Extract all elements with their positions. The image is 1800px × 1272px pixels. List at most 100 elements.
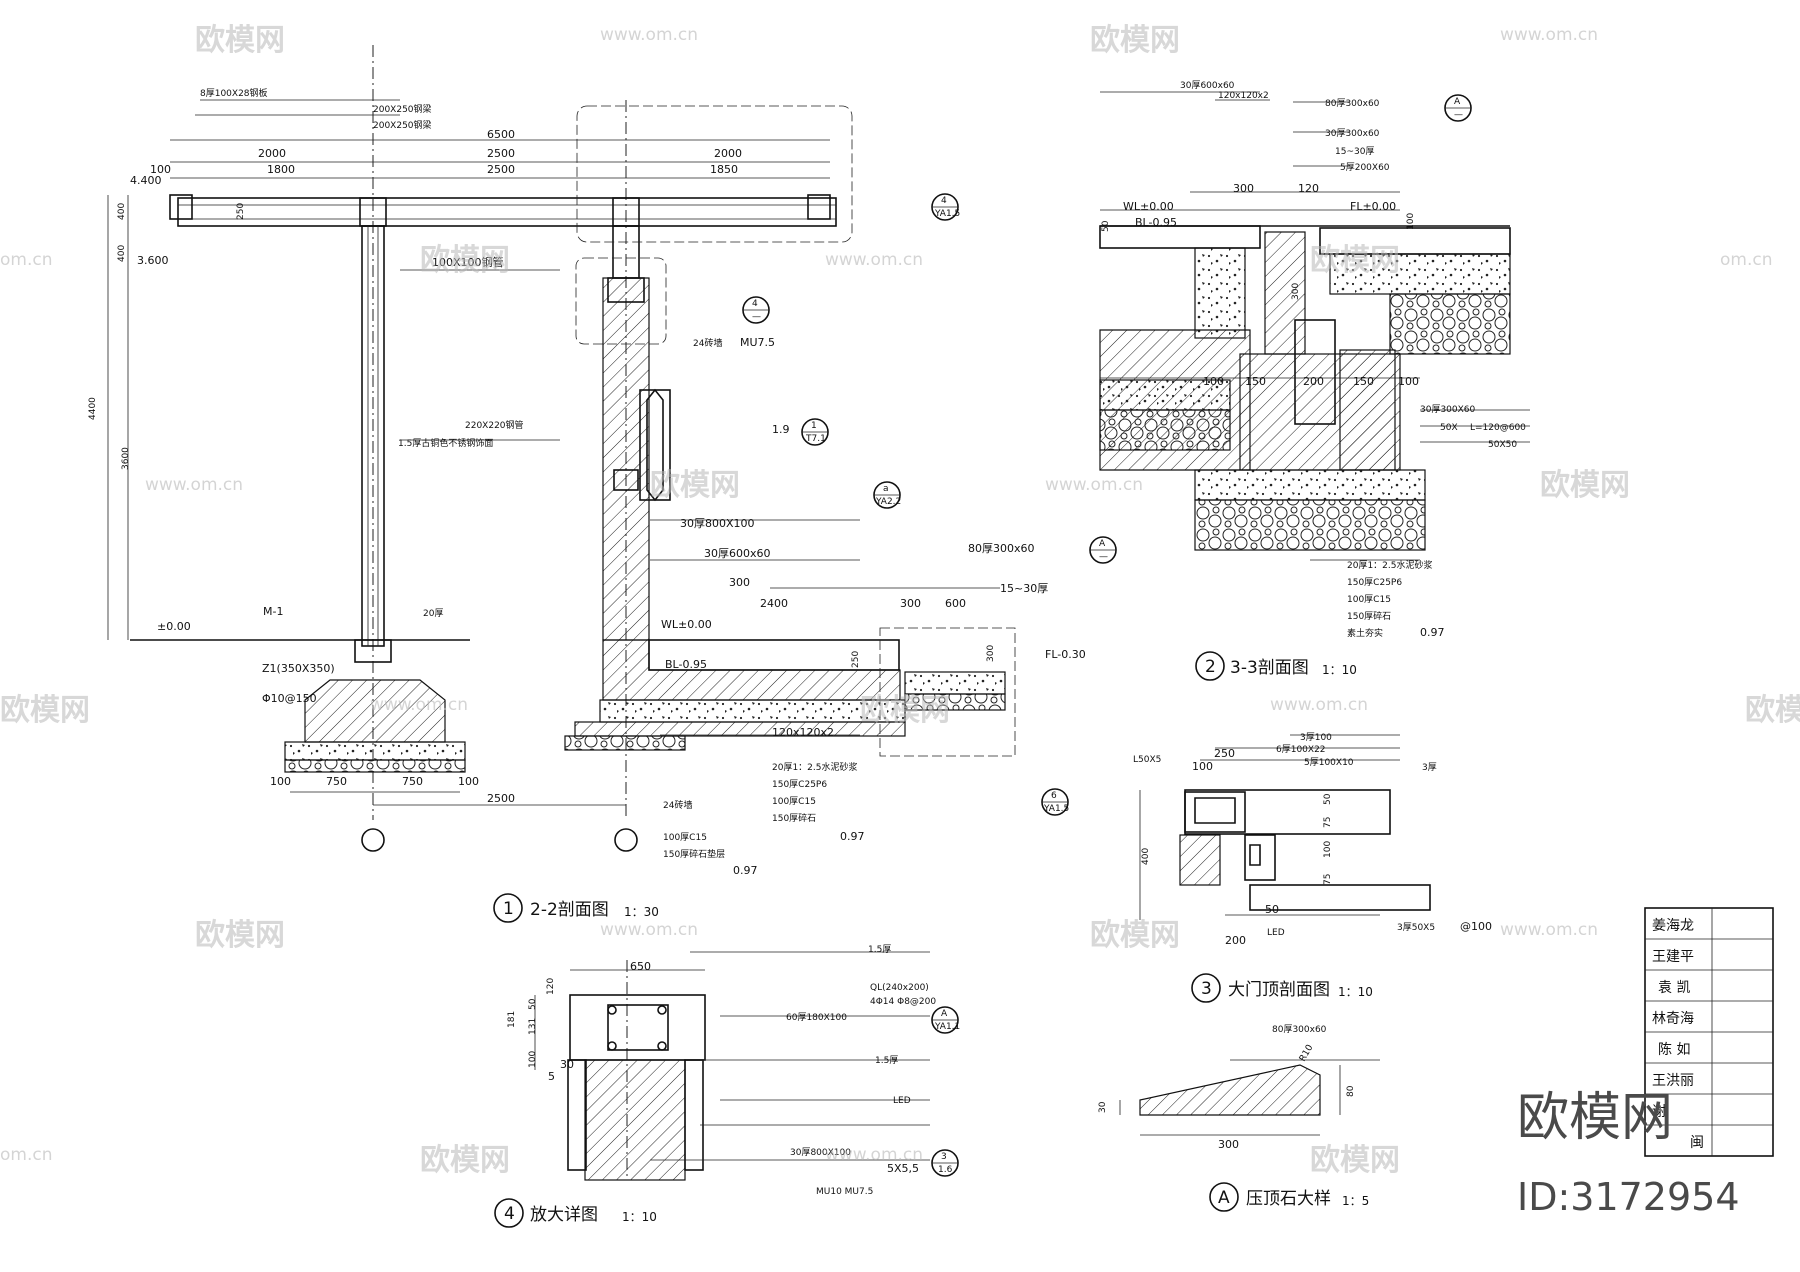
d2-dim-b: 100 — [1203, 375, 1224, 388]
wm-brand-3: 欧模网 — [420, 243, 510, 278]
svg-text:—: — — [1099, 552, 1108, 562]
wm-url-7: www.om.cn — [1045, 475, 1143, 495]
svg-text:A: A — [941, 1009, 948, 1019]
d2-note-h: 50X — [1440, 423, 1458, 433]
note-16: 120x120x2 — [772, 726, 834, 739]
note-14: 80厚300x60 — [968, 542, 1035, 555]
d4-note-e: 1.5厚 — [875, 1055, 898, 1066]
svg-text:YA2.2: YA2.2 — [875, 497, 901, 507]
d2-note-j: 50X50 — [1488, 440, 1517, 450]
d2-dim-d: 200 — [1303, 375, 1324, 388]
section-1-notes: 8厚100X28钢板 200X250钢梁 200X250钢梁 100X100钢管… — [200, 87, 1048, 877]
wm-url-2: www.om.cn — [1500, 25, 1598, 45]
svg-text:T7.1: T7.1 — [805, 434, 826, 444]
callout-markers: 4 YA1.5 4 — 1 T7.1 a YA2.2 A — 6 YA1.5 A… — [742, 94, 1472, 1177]
note-5: 220X220钢管 — [465, 419, 524, 431]
d2-dim-a: 300 — [1233, 182, 1254, 195]
wm-url-1: www.om.cn — [600, 25, 698, 45]
d2-note-i: L=120@600 — [1470, 423, 1526, 433]
section-3-notes: L50X5 3厚100 6厚100X22 5厚100X10 3厚 LED 3厚5… — [1133, 732, 1492, 947]
watermarks: 欧模网 www.om.cn 欧模网 www.om.cn om.cn 欧模网 ww… — [0, 23, 1800, 1178]
note-19: 100厚C15 — [772, 796, 816, 807]
svg-text:—: — — [752, 312, 761, 322]
da-dim-30: 30 — [1098, 1101, 1108, 1113]
wm-brand-13: 欧模网 — [1310, 1143, 1400, 1178]
dim-2500a: 2500 — [487, 147, 515, 160]
signature-table: 姜海龙 王建平 袁 凯 林奇海 陈 如 王洪丽 谢 闽 — [1644, 907, 1774, 1157]
name-2: 王建平 — [1652, 949, 1694, 965]
elev-bl1: BL-0.95 — [665, 658, 707, 671]
dim-1850: 1850 — [710, 163, 738, 176]
d2-dim-e: 150 — [1353, 375, 1374, 388]
d3-note-c: 6厚100X22 — [1276, 744, 1326, 755]
da-dim-300: 300 — [1218, 1138, 1239, 1151]
svg-text:A: A — [1099, 539, 1106, 549]
brand-mark: 欧模网 ID:3172954 — [1517, 1088, 1740, 1219]
d4-note-h: MU10 MU7.5 — [816, 1187, 873, 1197]
wm-brand-5: 欧模网 — [650, 468, 740, 503]
wm-brand-1: 欧模网 — [195, 23, 285, 58]
name-4: 林奇海 — [1652, 1010, 1694, 1027]
dim-2000b: 2000 — [714, 147, 742, 160]
dim-2500b: 2500 — [487, 163, 515, 176]
svg-text:YA1.5: YA1.5 — [934, 209, 960, 219]
wm-brand-4: 欧模网 — [1310, 243, 1400, 278]
d2-note-c: 80厚300x60 — [1325, 98, 1380, 109]
dim-2500c: 2500 — [487, 792, 515, 805]
detail-2-num: 2 — [1205, 657, 1216, 677]
brand-name: 欧模网 — [1517, 1088, 1673, 1148]
elev-wl1: WL±0.00 — [661, 618, 712, 631]
detail-1-num: 1 — [503, 899, 514, 919]
svg-text:YA1.1: YA1.1 — [934, 1022, 960, 1032]
d3-dim-50: 50 — [1265, 903, 1279, 916]
svg-text:1: 1 — [811, 421, 817, 431]
d2-note-m: 100厚C15 — [1347, 594, 1391, 605]
note-26: 100厚C15 — [663, 832, 707, 843]
dim-6500: 6500 — [487, 128, 515, 141]
d2-dim-j: 50 — [1101, 220, 1111, 232]
dim-400a: 400 — [117, 203, 127, 220]
detail-3-gate-top — [1139, 734, 1431, 920]
name-7: 谢 — [1652, 1104, 1666, 1120]
detail-a-num: A — [1218, 1188, 1230, 1208]
note-9: Φ10@150 — [262, 692, 317, 705]
d2-dim-g: 120 — [1298, 182, 1319, 195]
note-2: 200X250钢梁 — [373, 103, 432, 115]
wm-brand-2: 欧模网 — [1090, 23, 1180, 58]
d2-dim-f: 100 — [1398, 375, 1419, 388]
note-27: 150厚碎石垫层 — [663, 848, 725, 860]
dim-100a: 100 — [150, 163, 171, 176]
d4-note-c: 4Φ14 Φ8@200 — [870, 997, 936, 1007]
section-2-notes: 30厚600x60 120x120x2 80厚300x60 30厚300x60 … — [1101, 80, 1526, 639]
note-11: MU7.5 — [740, 336, 775, 349]
elev-fl2: FL±0.00 — [1350, 200, 1396, 213]
svg-text:A: A — [1454, 97, 1461, 107]
svg-text:a: a — [883, 484, 889, 494]
note-25: 24砖墙 — [663, 799, 692, 811]
wm-brand-11: 欧模网 — [1090, 918, 1180, 953]
elevation-labels: 4.400 3.600 ±0.00 WL±0.00 BL-0.95 FL-0.3… — [130, 174, 1396, 671]
wm-brand-10: 欧模网 — [195, 918, 285, 953]
detail-1-section-2-2 — [107, 45, 1016, 852]
dim-1800: 1800 — [267, 163, 295, 176]
dim-300b: 300 — [900, 597, 921, 610]
wm-url-12: om.cn — [0, 1145, 53, 1165]
d4-note-g: 30厚800X100 — [790, 1147, 851, 1158]
detail-1-scale: 1：30 — [624, 905, 659, 919]
d3-note-a: L50X5 — [1133, 755, 1161, 765]
wm-url-9: www.om.cn — [1270, 695, 1368, 715]
dim-750b: 750 — [402, 775, 423, 788]
dim-100b: 100 — [270, 775, 291, 788]
elev-fl1: FL-0.30 — [1045, 648, 1086, 661]
d3-dim-50b: 50 — [1323, 793, 1333, 805]
wm-brand-12: 欧模网 — [420, 1143, 510, 1178]
d2-note-f: 5厚200X60 — [1340, 162, 1390, 173]
d3-dim-75: 75 — [1323, 817, 1333, 828]
svg-text:6: 6 — [1051, 791, 1057, 801]
d4-note-b: QL(240x200) — [870, 983, 929, 993]
wm-url-13: www.om.cn — [825, 1145, 923, 1165]
elev-4400: 4.400 — [130, 174, 162, 187]
dim-2000a: 2000 — [258, 147, 286, 160]
detail-a-title: 压顶石大样 — [1246, 1189, 1331, 1209]
note-4: 100X100钢管 — [432, 255, 504, 269]
